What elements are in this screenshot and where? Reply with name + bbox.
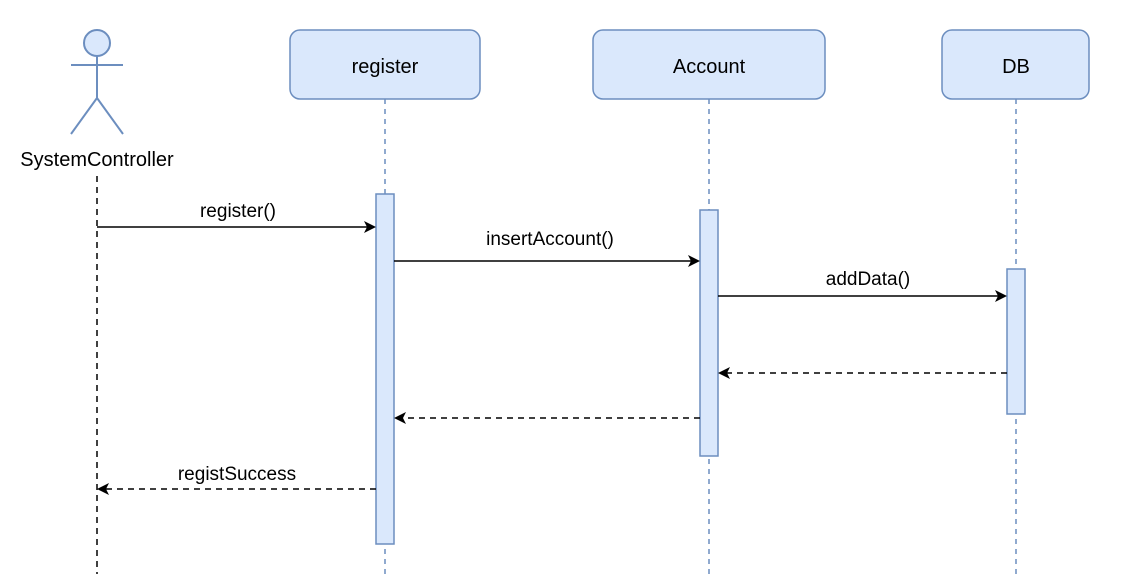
message-insert-account-call: insertAccount() bbox=[394, 229, 700, 267]
activation-bar-register bbox=[375, 193, 395, 545]
participant-label-register: register bbox=[352, 56, 419, 78]
participant-label-account: Account bbox=[673, 56, 746, 78]
actor-label: SystemController bbox=[20, 149, 174, 171]
message-label: register() bbox=[200, 201, 276, 222]
participant-account: Account bbox=[592, 29, 826, 574]
activation-bar-db bbox=[1006, 268, 1026, 415]
message-label: insertAccount() bbox=[486, 229, 614, 250]
stick-figure-actor-icon bbox=[70, 29, 124, 135]
message-label: addData() bbox=[826, 269, 911, 290]
message-label: registSuccess bbox=[178, 464, 296, 485]
message-register-call: register() bbox=[97, 201, 376, 233]
activation-bar-account bbox=[699, 209, 719, 457]
message-regist-success-return: registSuccess bbox=[97, 464, 376, 495]
message-add-data-call: addData() bbox=[718, 269, 1007, 302]
participant-db: DB bbox=[941, 29, 1090, 574]
participant-register: register bbox=[289, 29, 481, 574]
participant-box-account bbox=[592, 29, 826, 100]
actor-system-controller: SystemController bbox=[20, 29, 174, 574]
participant-label-db: DB bbox=[1002, 56, 1030, 78]
participant-box-register bbox=[289, 29, 481, 100]
participant-box-db bbox=[941, 29, 1090, 100]
